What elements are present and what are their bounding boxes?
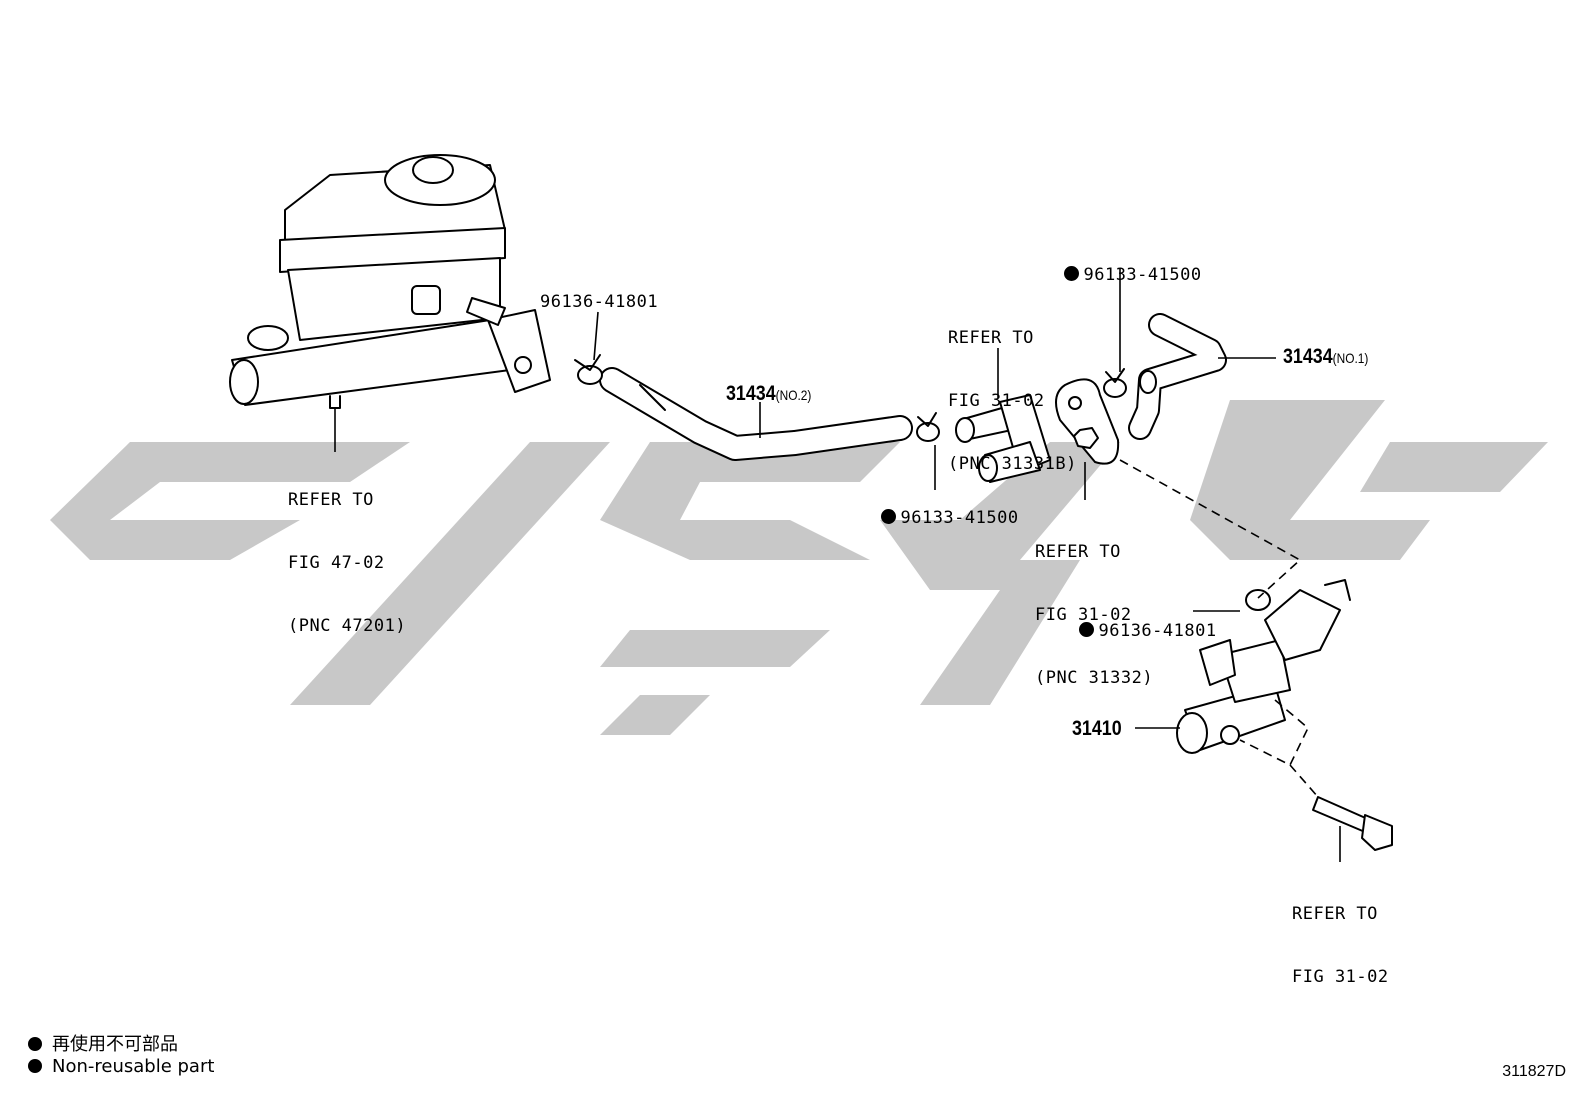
callout-line: REFER TO [1035,542,1121,562]
non-reusable-dot-icon [881,509,897,524]
part-number: 31434 [1283,345,1333,368]
master-cylinder [229,154,551,409]
non-reusable-dot-icon [1064,266,1080,281]
callout-line: REFER TO [1292,904,1378,924]
part-number: 96136-41801 [1098,621,1217,641]
clip-right [1103,368,1127,398]
part-number: 96133-41500 [900,508,1019,528]
union-fitting [955,394,1051,483]
clutch-cylinder [1176,579,1351,754]
hose-no1 [1128,313,1227,440]
part-suffix: (NO.1) [1332,350,1369,366]
non-reusable-dot-icon [1079,622,1095,637]
non-reusable-dot-icon [28,1037,42,1051]
leader-lines [334,268,1341,862]
callout-line: FIG 31-02 [948,391,1045,411]
callout-refer-union: REFER TO FIG 31-02 (PNC 31331B) [948,286,1077,496]
callout-line: FIG 31-02 [1035,605,1132,625]
callout-clip-lower: 96136-41801 [1058,600,1217,642]
callout-refer-gasket: REFER TO FIG 31-02 (PNC 31332) [1035,500,1153,710]
callout-line: FIG 31-02 [1292,967,1389,987]
clip-mid [916,412,940,442]
bolt [1312,796,1393,851]
part-number: 31434 [726,382,776,405]
callout-refer-bolt: REFER TO FIG 31-02 [1292,862,1389,1009]
callout-hose-no1: 31434(NO.1) [1283,345,1368,369]
part-number: 96133-41500 [1083,265,1202,285]
legend-jp: 再使用不可部品 [28,1030,178,1056]
callout-clip-mid: 96133-41500 [860,487,1019,529]
callout-line: (PNC 47201) [288,616,407,636]
figure-id: 311827D [1502,1063,1566,1080]
part-suffix: (NO.2) [775,387,812,403]
legend-text: 再使用不可部品 [52,1034,178,1055]
callout-hose-no2: 31434(NO.2) [726,382,811,406]
non-reusable-dot-icon [28,1059,42,1073]
callout-clip-top-right: 96133-41500 [1043,244,1202,286]
callout-line: REFER TO [948,328,1034,348]
clip-left [574,354,603,385]
callout-line: FIG 47-02 [288,553,385,573]
dashed-lines [1119,459,1319,798]
callout-line: REFER TO [288,490,374,510]
watermark-logo [50,400,1548,735]
callout-line: (PNC 31332) [1035,668,1154,688]
callout-line: (PNC 31331B) [948,454,1077,474]
hose-no2 [599,367,913,461]
gasket [1055,378,1120,465]
legend-en: Non-reusable part [28,1056,214,1077]
callout-refer-master-cylinder: REFER TO FIG 47-02 (PNC 47201) [288,448,406,658]
callout-clip-top-left: 96136-41801 [540,292,659,312]
callout-cylinder: 31410 [1072,717,1122,740]
legend-text: Non-reusable part [52,1056,215,1077]
